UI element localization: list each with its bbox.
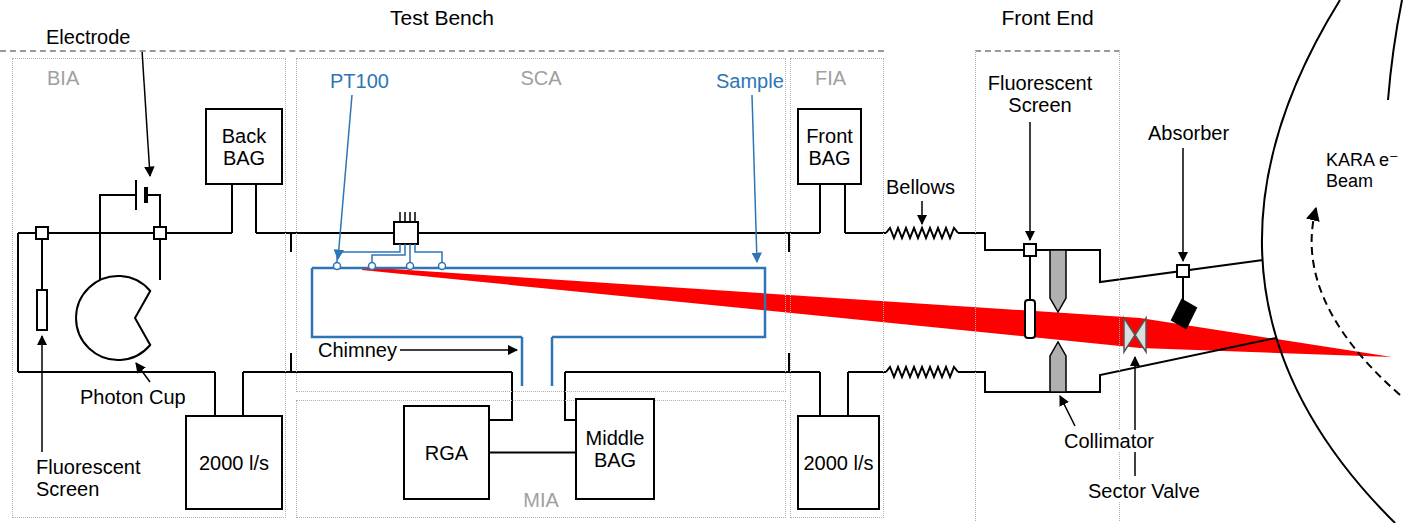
leader-line <box>338 95 352 259</box>
beam-label: KARA e⁻ Beam <box>1326 150 1400 192</box>
area-region: BIA Back BAG 2000 l/s <box>12 58 286 518</box>
feedthrough-pins <box>400 212 415 222</box>
sensor-wire <box>372 244 405 262</box>
sample-tube <box>312 268 765 337</box>
feedthrough <box>394 222 418 244</box>
fluorescent-screen <box>37 290 47 330</box>
leader-line <box>1060 396 1075 426</box>
part-label: Absorber <box>1148 122 1229 144</box>
leader-line <box>1029 122 1031 240</box>
sensor-wire <box>337 244 400 262</box>
leader-line <box>1134 357 1136 476</box>
box-label: 2000 l/s <box>803 452 873 474</box>
bias-circuit <box>100 195 160 281</box>
photon-cup <box>76 276 150 360</box>
pump-neck <box>215 372 848 415</box>
part-label: Collimator <box>1064 430 1154 452</box>
part-label: Fluorescent Screen <box>984 72 1096 116</box>
part-label: Sample <box>716 70 784 92</box>
area-label: MIA <box>297 489 785 511</box>
leader-line <box>921 201 923 224</box>
screen-rod <box>1029 256 1031 300</box>
section-title: Test Bench <box>0 6 924 30</box>
electron-beam-path <box>1312 208 1400 395</box>
leader-line <box>142 50 150 176</box>
fluorescent-screen <box>1025 300 1035 338</box>
part-label: Bellows <box>886 176 955 198</box>
feedthrough <box>36 227 48 239</box>
front-end-wall <box>958 233 1263 282</box>
feedthrough <box>154 227 166 239</box>
collimator-jaw <box>1050 342 1066 392</box>
feedthrough <box>1177 265 1189 277</box>
screen-rod <box>41 239 43 290</box>
leader-line <box>1182 148 1184 261</box>
part-label: Chimney <box>318 339 397 361</box>
pump-box: 2000 l/s <box>797 415 880 510</box>
box-label: Front BAG <box>803 125 856 169</box>
area-region: MIA RGA Middle BAG <box>296 400 786 518</box>
front-end-wall <box>958 338 1276 392</box>
gauge-box: Front BAG <box>797 108 862 185</box>
leader-line <box>400 349 517 351</box>
part-label: Fluorescent Screen <box>36 456 151 500</box>
pt100-sensor <box>369 263 376 270</box>
area-region: FIA Front BAG 2000 l/s <box>790 58 884 518</box>
gauge-box: Back BAG <box>205 108 283 185</box>
pt100-sensor <box>407 263 414 270</box>
part-label: Electrode <box>46 26 131 48</box>
battery-symbol <box>135 180 137 210</box>
feedthrough <box>1024 244 1036 256</box>
absorber-rod <box>1182 277 1184 300</box>
sector-valve-symbol <box>1124 318 1135 352</box>
part-label: Sector Valve <box>1088 480 1200 502</box>
bellows-symbol <box>886 367 958 377</box>
gauge-box: Middle BAG <box>575 398 655 500</box>
collimator-jaw <box>1050 250 1066 312</box>
part-label: Photon Cup <box>80 386 186 408</box>
box-label: Back BAG <box>211 125 277 169</box>
storage-ring-wall <box>1262 0 1395 523</box>
analyzer-box: RGA <box>403 405 490 500</box>
mia-chamber <box>490 372 575 420</box>
leader-line <box>41 336 43 452</box>
bellows-symbol <box>886 228 958 238</box>
pt100-sensor <box>334 263 341 270</box>
storage-ring-wall <box>1388 0 1402 100</box>
section-title: Front End <box>936 6 1159 30</box>
leader-line <box>752 95 757 262</box>
box-label: RGA <box>425 442 468 464</box>
sensor-wire <box>415 244 442 262</box>
pump-neck <box>232 185 845 233</box>
absorber-block <box>1172 300 1196 328</box>
chimney <box>522 337 552 386</box>
area-label: FIA <box>815 67 846 89</box>
pt100-sensor <box>439 263 446 270</box>
sensor-wire <box>409 244 411 262</box>
box-label: Middle BAG <box>581 427 649 471</box>
synchrotron-beam <box>362 267 1392 357</box>
electrode-wire <box>159 239 161 280</box>
area-label: BIA <box>47 67 79 89</box>
box-label: 2000 l/s <box>199 452 269 474</box>
pump-box: 2000 l/s <box>185 415 283 510</box>
pipe-connector <box>490 452 575 454</box>
part-label: PT100 <box>330 70 389 92</box>
test-bench-section: Test BenchBIABack BAG2000 l/sSCAMIARGAMi… <box>0 50 884 521</box>
aperture-mark <box>291 233 789 372</box>
sector-valve-symbol <box>1135 318 1146 352</box>
battery-symbol <box>144 187 148 203</box>
leader-line <box>136 363 150 382</box>
pipe-wall <box>18 233 886 372</box>
